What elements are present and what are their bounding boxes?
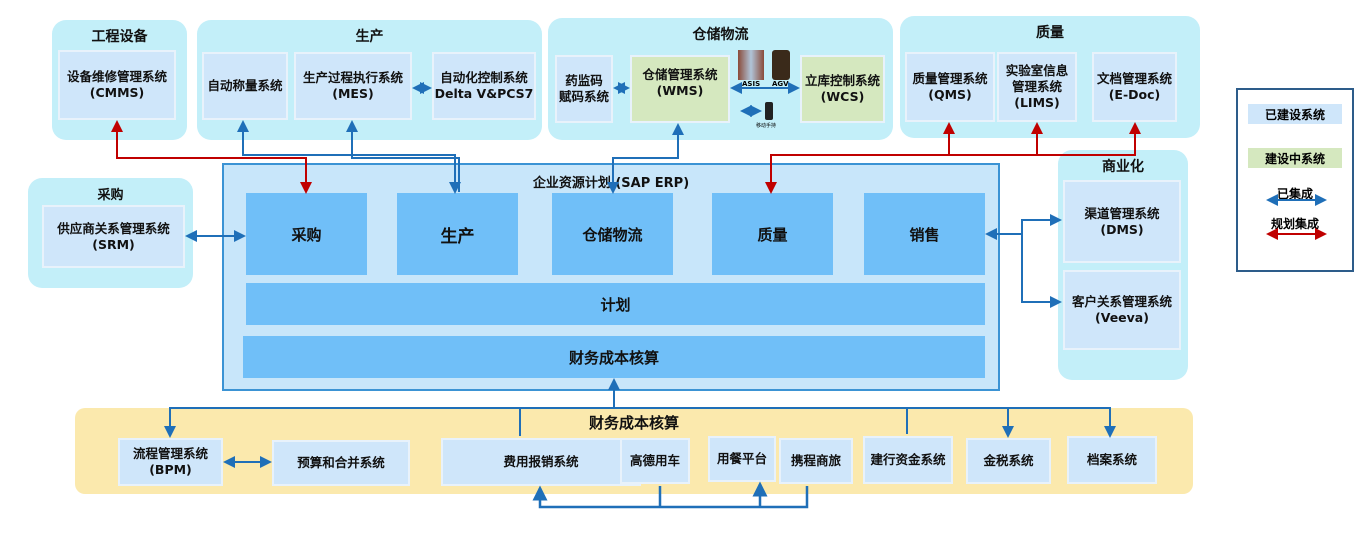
weighing-erp-link	[237, 120, 461, 194]
wms-box: 仓储管理系统 (WMS)	[630, 55, 730, 123]
module-warehouse: 仓储物流	[552, 193, 673, 275]
legend-planned: 规划集成	[1270, 216, 1319, 231]
budget-box: 预算和合并系统	[272, 440, 410, 486]
legend: 已建设系统 建设中系统 已集成 规划集成	[1236, 88, 1354, 272]
module-sales: 销售	[864, 193, 985, 275]
asis-image	[738, 50, 764, 80]
sales-dms-link	[985, 214, 1062, 240]
finance-bus	[164, 407, 1116, 438]
module-production: 生产	[397, 193, 518, 275]
wms-erp-link	[607, 123, 684, 194]
drug-code-box: 药监码 赋码系统	[555, 55, 613, 123]
mes-erp-link	[346, 120, 460, 192]
ctrip-box: 携程商旅	[779, 438, 853, 484]
legend-built: 已建设系统	[1248, 104, 1342, 124]
module-purchasing: 采购	[246, 193, 367, 275]
group-title: 生产	[355, 29, 384, 45]
group-title: 质量	[1036, 25, 1064, 41]
ccb-box: 建行资金系统	[863, 436, 953, 484]
srm-box: 供应商关系管理系统 (SRM)	[42, 205, 185, 268]
group-title: 仓储物流	[692, 27, 749, 43]
bpm-box: 流程管理系统 (BPM)	[118, 438, 223, 486]
group-title: 工程设备	[91, 29, 148, 45]
weighing-box: 自动称量系统	[202, 52, 288, 120]
mes-box: 生产过程执行系统 (MES)	[294, 52, 412, 120]
module-quality: 质量	[712, 193, 833, 275]
crm-box: 客户关系管理系统 (Veeva)	[1063, 270, 1181, 350]
cmms-erp-link	[111, 120, 312, 194]
expense-travel-link	[540, 484, 809, 509]
quality-erp-link	[765, 122, 1141, 194]
agv-image	[772, 50, 790, 80]
module-planning: 计划	[246, 283, 985, 325]
legend-building: 建设中系统	[1248, 148, 1342, 168]
edoc-box: 文档管理系统 (E-Doc)	[1092, 52, 1177, 122]
handheld-image	[765, 102, 773, 120]
qms-box: 质量管理系统 (QMS)	[905, 52, 995, 122]
lims-box: 实验室信息 管理系统 (LIMS)	[997, 52, 1077, 122]
dcs-box: 自动化控制系统 Delta V&PCS7	[432, 52, 536, 120]
cmms-box: 设备维修管理系统 (CMMS)	[58, 50, 176, 120]
sales-crm-link	[1021, 234, 1062, 308]
module-finance: 财务成本核算	[243, 336, 985, 378]
wcs-box: 立库控制系统 (WCS)	[800, 55, 885, 123]
archive-box: 档案系统	[1067, 436, 1157, 484]
